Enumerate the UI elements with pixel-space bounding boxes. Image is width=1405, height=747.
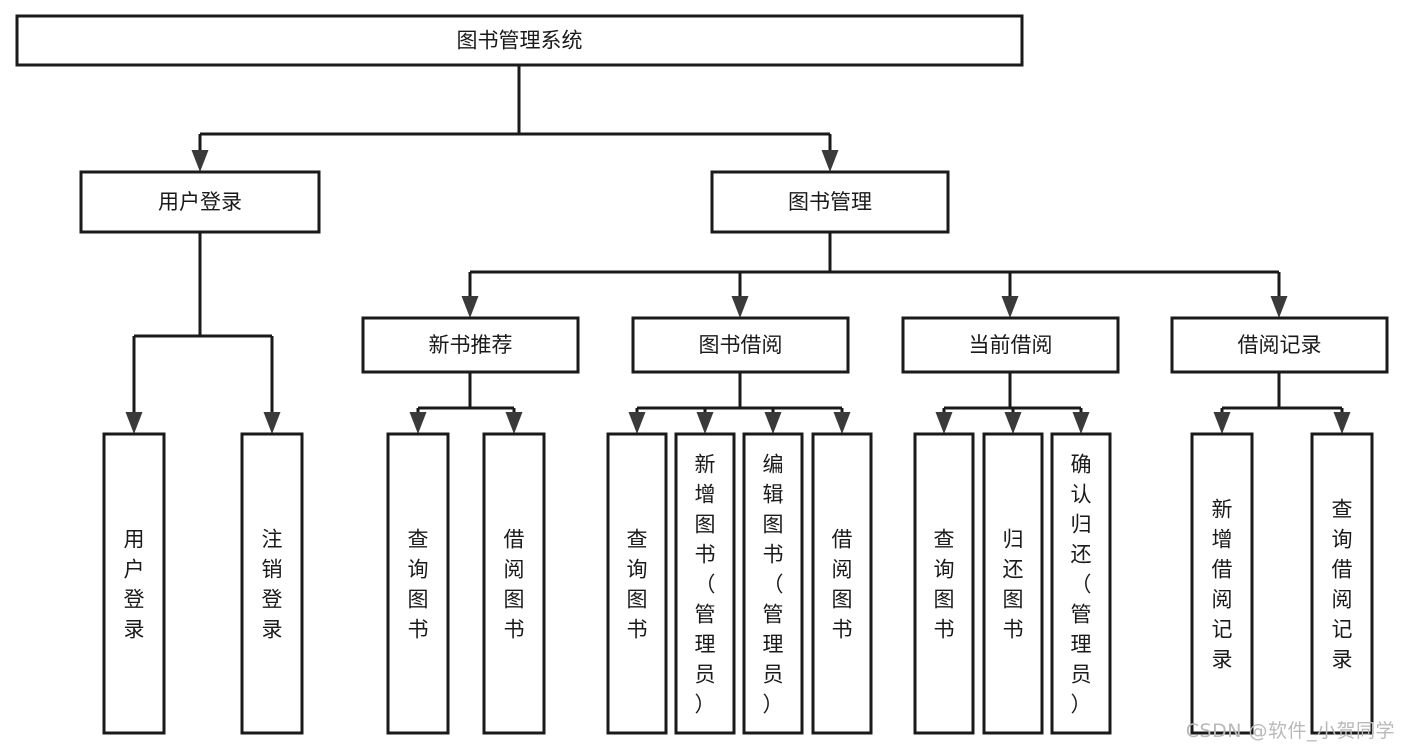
node-box-leaf-query-book-rec	[386, 432, 450, 735]
node-new-book-rec[interactable]: 新书推荐	[361, 316, 580, 374]
connector-book-manage	[461, 232, 1288, 318]
node-leaf-add-book[interactable]: 新增图书（管理员）	[674, 432, 736, 735]
connectors-layer	[125, 65, 1351, 434]
node-borrow-record[interactable]: 借阅记录	[1170, 316, 1389, 374]
node-root[interactable]: 图书管理系统	[15, 14, 1024, 67]
node-label-leaf-user-login: 用户登录	[124, 528, 145, 642]
node-label-leaf-borrow-book-bb: 借阅图书	[832, 528, 853, 642]
node-leaf-edit-book[interactable]: 编辑图书（管理员）	[742, 432, 804, 735]
node-label-leaf-add-book: 新增图书（管理员）	[695, 453, 716, 717]
node-leaf-query-book-cb[interactable]: 查询图书	[913, 432, 975, 735]
node-box-new-book-rec	[361, 316, 580, 374]
node-box-user-login	[79, 170, 321, 234]
node-label-leaf-query-book-rec: 查询图书	[408, 528, 429, 642]
node-box-leaf-borrow-book-bb	[811, 432, 873, 735]
connector-book-borrow	[628, 372, 851, 434]
nodes-layer: 图书管理系统用户登录图书管理新书推荐图书借阅当前借阅借阅记录用户登录注销登录查询…	[15, 14, 1389, 735]
node-leaf-logout[interactable]: 注销登录	[240, 432, 304, 735]
node-label-leaf-return-book: 归还图书	[1003, 528, 1024, 642]
node-box-leaf-edit-book	[742, 432, 804, 735]
node-label-book-manage: 图书管理	[788, 190, 872, 214]
connector-user-login	[125, 232, 281, 434]
node-box-current-borrow	[901, 316, 1120, 374]
node-leaf-query-record[interactable]: 查询借阅记录	[1310, 432, 1374, 735]
node-label-leaf-add-record: 新增借阅记录	[1212, 498, 1233, 672]
node-book-manage[interactable]: 图书管理	[710, 170, 950, 234]
node-leaf-query-book-rec[interactable]: 查询图书	[386, 432, 450, 735]
node-box-leaf-logout	[240, 432, 304, 735]
node-leaf-user-login[interactable]: 用户登录	[102, 432, 166, 735]
connector-current-borrow	[935, 372, 1090, 434]
node-leaf-confirm-return[interactable]: 确认归还（管理员）	[1050, 432, 1112, 735]
node-box-leaf-add-record	[1190, 432, 1254, 735]
connector-root	[191, 65, 839, 172]
node-box-leaf-add-book	[674, 432, 736, 735]
node-box-leaf-query-book-cb	[913, 432, 975, 735]
node-box-leaf-query-record	[1310, 432, 1374, 735]
node-box-root	[15, 14, 1024, 67]
node-label-current-borrow: 当前借阅	[969, 333, 1053, 357]
node-box-leaf-return-book	[982, 432, 1044, 735]
node-leaf-query-book-bb[interactable]: 查询图书	[606, 432, 668, 735]
node-user-login[interactable]: 用户登录	[79, 170, 321, 234]
node-label-user-login: 用户登录	[158, 190, 242, 214]
node-box-leaf-confirm-return	[1050, 432, 1112, 735]
node-label-leaf-confirm-return: 确认归还（管理员）	[1071, 453, 1092, 717]
node-label-leaf-borrow-book-rec: 借阅图书	[504, 528, 525, 642]
node-leaf-borrow-book-bb[interactable]: 借阅图书	[811, 432, 873, 735]
node-label-leaf-edit-book: 编辑图书（管理员）	[763, 453, 784, 717]
connector-borrow-record	[1213, 372, 1351, 434]
node-label-borrow-record: 借阅记录	[1238, 333, 1322, 357]
node-leaf-borrow-book-rec[interactable]: 借阅图书	[482, 432, 546, 735]
node-label-book-borrow: 图书借阅	[699, 333, 783, 357]
node-label-root: 图书管理系统	[457, 29, 583, 53]
node-box-book-borrow	[631, 316, 850, 374]
node-label-leaf-query-record: 查询借阅记录	[1332, 498, 1353, 672]
node-label-leaf-query-book-cb: 查询图书	[934, 528, 955, 642]
node-box-leaf-borrow-book-rec	[482, 432, 546, 735]
node-leaf-add-record[interactable]: 新增借阅记录	[1190, 432, 1254, 735]
node-box-borrow-record	[1170, 316, 1389, 374]
node-box-leaf-query-book-bb	[606, 432, 668, 735]
node-current-borrow[interactable]: 当前借阅	[901, 316, 1120, 374]
node-book-borrow[interactable]: 图书借阅	[631, 316, 850, 374]
node-label-leaf-query-book-bb: 查询图书	[627, 528, 648, 642]
connector-new-book-rec	[409, 372, 523, 434]
node-label-leaf-logout: 注销登录	[262, 528, 283, 642]
node-box-book-manage	[710, 170, 950, 234]
node-label-new-book-rec: 新书推荐	[429, 333, 513, 357]
node-box-leaf-user-login	[102, 432, 166, 735]
node-leaf-return-book[interactable]: 归还图书	[982, 432, 1044, 735]
